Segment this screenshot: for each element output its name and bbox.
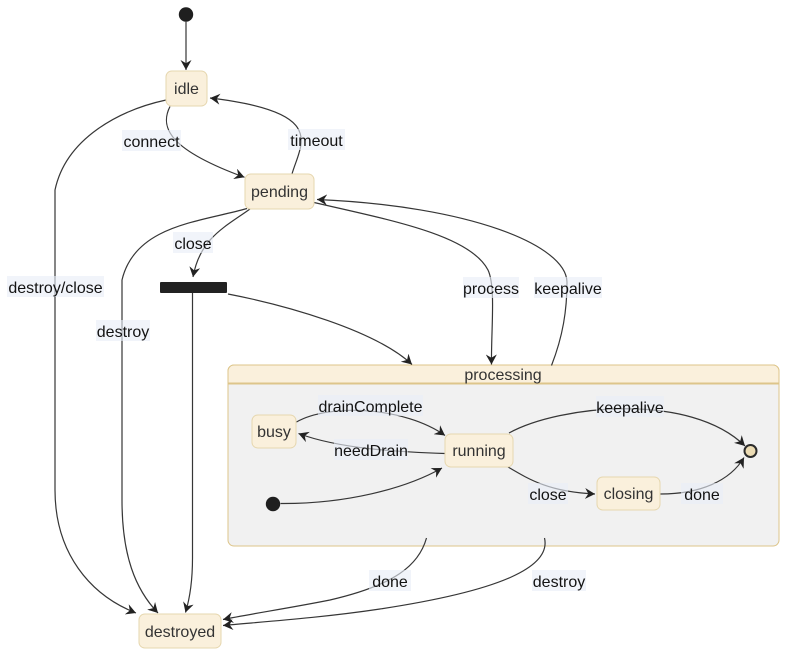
svg-text:closing: closing [604,486,654,503]
svg-text:busy: busy [257,424,291,441]
svg-text:timeout: timeout [290,133,343,150]
svg-text:destroy: destroy [97,324,149,341]
svg-text:idle: idle [174,81,199,98]
svg-text:running: running [452,443,505,460]
svg-text:keepalive: keepalive [596,400,664,417]
svg-text:destroy: destroy [533,574,585,591]
svg-text:close: close [529,487,566,504]
svg-text:processing: processing [464,367,541,384]
svg-text:destroy/close: destroy/close [8,280,102,297]
svg-text:done: done [684,487,720,504]
svg-text:drainComplete: drainComplete [318,399,422,416]
svg-text:done: done [372,574,408,591]
svg-text:needDrain: needDrain [334,443,408,460]
svg-text:connect: connect [123,134,180,151]
svg-text:close: close [174,236,211,253]
svg-text:destroyed: destroyed [145,624,215,641]
svg-text:process: process [463,281,519,298]
svg-text:pending: pending [251,184,308,201]
svg-text:keepalive: keepalive [534,281,602,298]
